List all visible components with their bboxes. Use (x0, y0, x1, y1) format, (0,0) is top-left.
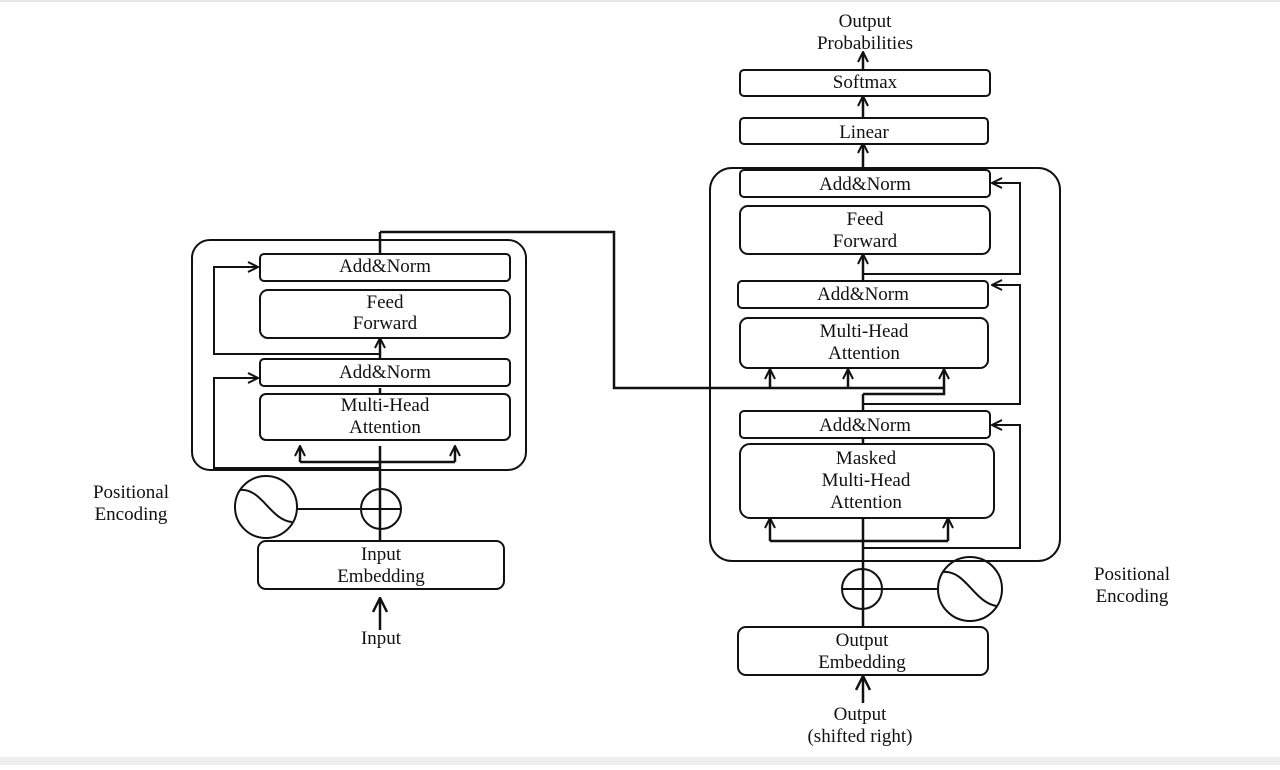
encoder-feed-forward (259, 289, 511, 339)
encoder-to-decoder-connection (380, 230, 944, 390)
decoder-q-arrow (863, 369, 944, 396)
decoder-mha-label-1: Multi-Head (820, 321, 909, 342)
input-embedding-label-2: Embedding (337, 566, 425, 587)
encoder-add-norm-bottom-label: Add&Norm (339, 362, 431, 383)
bottom-divider (0, 757, 1280, 765)
decoder: Output Probabilities Softmax Linear Add&… (709, 11, 1170, 747)
decoder-masked-mha (739, 443, 995, 519)
output-embedding-box (737, 626, 989, 676)
decoder-mha-label-2: Attention (828, 343, 900, 364)
decoder-add-norm-bottom-label: Add&Norm (819, 415, 911, 436)
output-label-2: (shifted right) (807, 726, 912, 747)
output-probabilities-label-1: Output (839, 11, 893, 32)
encoder-positional-encoding-label-1: Positional (93, 482, 169, 503)
decoder-add-norm-bottom (739, 410, 991, 439)
decoder-positional-encoding-label-1: Positional (1094, 564, 1170, 585)
encoder-feed-forward-label-1: Feed (367, 292, 404, 313)
input-embedding-label-1: Input (361, 544, 402, 565)
encoder-add-norm-top-label: Add&Norm (339, 256, 431, 277)
decoder-sine-wave-icon (942, 570, 998, 607)
decoder-add-norm-middle-label: Add&Norm (817, 284, 909, 305)
decoder-masked-mha-label-1: Masked (836, 448, 897, 469)
decoder-add-norm-top (739, 169, 991, 198)
softmax-box (739, 69, 991, 97)
decoder-masked-mha-label-2: Multi-Head (822, 470, 911, 491)
encoder-residual-1 (213, 378, 380, 469)
input-label: Input (361, 628, 402, 649)
decoder-multi-head-attention (739, 317, 989, 369)
encoder-mha-label-2: Attention (349, 417, 421, 438)
decoder-residual-1 (863, 425, 1021, 549)
encoder-positional-encoding-icon (234, 475, 298, 539)
softmax-label: Softmax (833, 72, 898, 93)
encoder-multi-head-attention (259, 393, 511, 441)
output-embedding-label-1: Output (836, 630, 890, 651)
encoder-add-norm-bottom (259, 358, 511, 387)
decoder-masked-mha-label-3: Attention (830, 492, 902, 513)
decoder-add-norm-top-label: Add&Norm (819, 174, 911, 195)
output-probabilities-label-2: Probabilities (817, 33, 913, 54)
decoder-add-norm-middle (737, 280, 989, 309)
decoder-feed-forward-label-1: Feed (847, 209, 884, 230)
encoder: Add&Norm Feed Forward Add&Norm Multi-Hea… (93, 232, 527, 649)
decoder-positional-encoding-label-2: Encoding (1096, 586, 1169, 607)
decoder-feed-forward (739, 205, 991, 255)
output-label-1: Output (834, 704, 888, 725)
encoder-mha-label-1: Multi-Head (341, 395, 430, 416)
decoder-residual-3 (863, 183, 1021, 275)
encoder-positional-encoding-label-2: Encoding (95, 504, 168, 525)
decoder-feed-forward-label-2: Forward (833, 231, 898, 252)
encoder-residual-2 (213, 267, 380, 355)
decoder-positional-encoding-icon (937, 556, 1003, 622)
output-embedding-label-2: Embedding (818, 652, 906, 673)
encoder-block-frame (191, 239, 527, 471)
linear-label: Linear (839, 122, 889, 143)
decoder-block-frame (709, 167, 1061, 562)
input-embedding-box (257, 540, 505, 590)
encoder-add-norm-top (259, 253, 511, 282)
decoder-residual-2 (863, 285, 1021, 405)
encoder-sine-wave-icon (239, 488, 293, 523)
encoder-feed-forward-label-2: Forward (353, 313, 418, 334)
top-divider (0, 0, 1280, 2)
linear-box (739, 117, 989, 145)
